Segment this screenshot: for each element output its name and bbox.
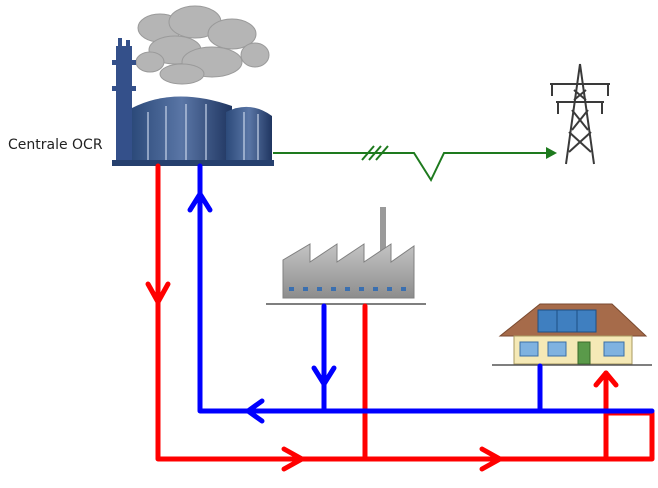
- power-line-arrowhead: [546, 147, 557, 159]
- house-icon: [492, 303, 652, 366]
- factory-icon: [266, 207, 426, 305]
- electricity-pylon-icon: [550, 63, 610, 165]
- cold-water-return-line: [187, 163, 655, 424]
- power-line: [273, 145, 548, 183]
- power-plant-icon: [112, 38, 274, 166]
- plant-label: Centrale OCR: [8, 137, 103, 153]
- smoke-icon: [135, 5, 270, 85]
